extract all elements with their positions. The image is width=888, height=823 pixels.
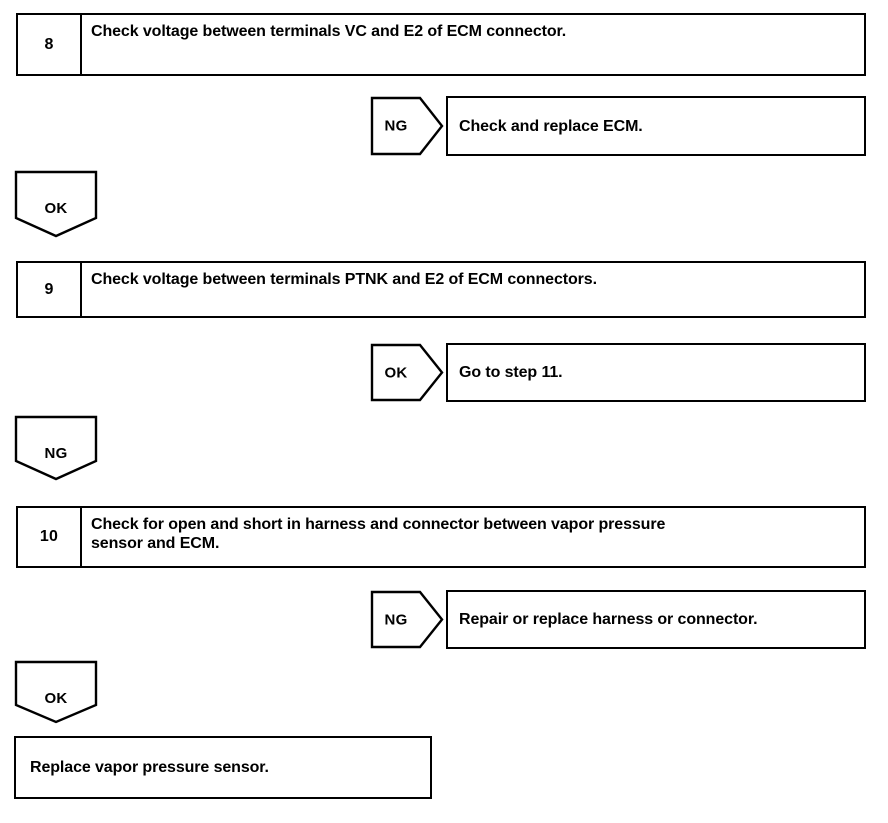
- arrow-down-pointer-icon: [14, 660, 98, 724]
- result-text-9-ok: Go to step 11.: [459, 364, 563, 381]
- arrow-down-pointer-icon: [14, 170, 98, 238]
- connector-label-ok-10: OK: [44, 690, 68, 707]
- result-box-8-ng[interactable]: Check and replace ECM.: [446, 96, 866, 156]
- connector-pentagon-ok-8[interactable]: OK: [14, 170, 98, 238]
- branch-arrow-ng-10[interactable]: NG: [370, 590, 444, 649]
- step-text-10: Check for open and short in harness and …: [91, 516, 666, 552]
- arrow-right-pointer-icon: [370, 96, 444, 156]
- arrow-right-pointer-icon: [370, 343, 444, 402]
- branch-arrow-ng-8[interactable]: NG: [370, 96, 444, 156]
- connector-pentagon-ng-9[interactable]: NG: [14, 415, 98, 481]
- result-box-10-ng[interactable]: Repair or replace harness or connector.: [446, 590, 866, 649]
- step-number-8: 8: [18, 15, 82, 74]
- connector-label-ng-9: NG: [44, 445, 68, 462]
- step-text-8: Check voltage between terminals VC and E…: [91, 23, 567, 40]
- result-text-10-ng: Repair or replace harness or connector.: [459, 611, 758, 628]
- branch-arrow-ok-9[interactable]: OK: [370, 343, 444, 402]
- step-box-9[interactable]: 9 Check voltage between terminals PTNK a…: [16, 261, 866, 318]
- arrow-down-pointer-icon: [14, 415, 98, 481]
- step-box-10[interactable]: 10 Check for open and short in harness a…: [16, 506, 866, 568]
- branch-label-ng-10: NG: [384, 611, 408, 628]
- connector-label-ok-8: OK: [44, 200, 68, 217]
- step-number-9: 9: [18, 263, 82, 316]
- step-text-9: Check voltage between terminals PTNK and…: [91, 271, 597, 288]
- terminal-box-replace-sensor[interactable]: Replace vapor pressure sensor.: [14, 736, 432, 799]
- arrow-right-pointer-icon: [370, 590, 444, 649]
- branch-label-ok-9: OK: [384, 364, 408, 381]
- connector-pentagon-ok-10[interactable]: OK: [14, 660, 98, 724]
- result-text-8-ng: Check and replace ECM.: [459, 117, 643, 135]
- step-box-8[interactable]: 8 Check voltage between terminals VC and…: [16, 13, 866, 76]
- branch-label-ng-8: NG: [384, 117, 408, 135]
- step-number-10: 10: [18, 508, 82, 566]
- terminal-text: Replace vapor pressure sensor.: [30, 759, 269, 776]
- result-box-9-ok[interactable]: Go to step 11.: [446, 343, 866, 402]
